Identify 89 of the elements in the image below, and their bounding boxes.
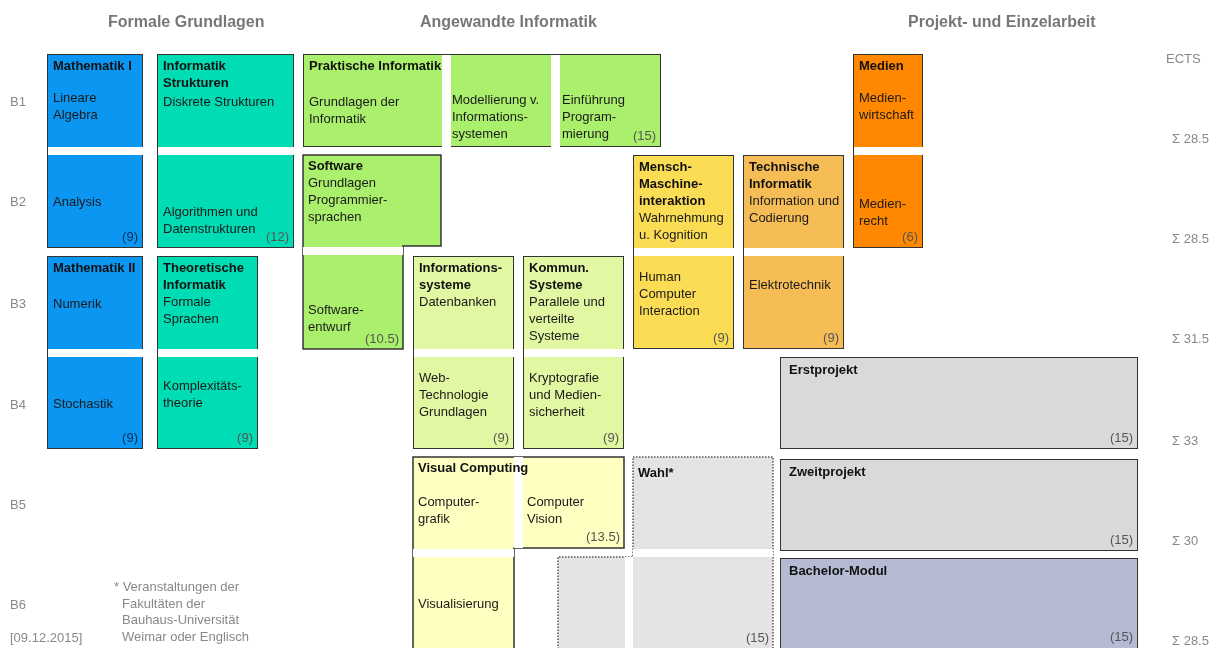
module-box: [413, 256, 514, 449]
ects-heading: ECTS: [1166, 50, 1201, 68]
module-title: Informations- systeme: [419, 259, 504, 293]
course-name: Medien- wirtschaft: [859, 89, 915, 123]
course-name: Visualisierung: [418, 595, 500, 612]
credit-points: (9): [603, 429, 619, 446]
credit-points: (10.5): [365, 330, 399, 347]
credit-points: (9): [237, 429, 253, 446]
ects-sum: Σ 31.5: [1172, 330, 1209, 348]
module-title: Kommun. Systeme: [529, 259, 590, 293]
course-name: Komplexitäts- theorie: [163, 377, 243, 411]
module-title: Medien: [859, 57, 904, 74]
credit-points: (9): [122, 228, 138, 245]
course-name: Information und Codierung: [749, 192, 841, 226]
course-name: Stochastik: [53, 395, 114, 412]
credit-points: (15): [1109, 429, 1133, 446]
module-title: Erstprojekt: [789, 361, 858, 378]
module-box: [523, 256, 624, 449]
ects-sum: Σ 28.5: [1172, 230, 1209, 248]
credit-points: (15): [1109, 628, 1133, 645]
ects-sum: Σ 28.5: [1172, 130, 1209, 148]
semester-label: B6: [10, 596, 26, 614]
ects-sum: Σ 28.5: [1172, 632, 1209, 648]
credit-points: (9): [122, 429, 138, 446]
course-name: Computer- grafik: [418, 493, 481, 527]
ects-sum: Σ 33: [1172, 432, 1199, 450]
course-name: Software- entwurf: [308, 301, 365, 335]
module-box: [157, 54, 294, 248]
module-title: Mathematik I: [53, 57, 132, 74]
course-name: Einführung Program- mierung: [562, 91, 626, 142]
course-name: Datenbanken: [419, 293, 498, 310]
course-name: Analysis: [53, 193, 103, 210]
module-title: Informatik Strukturen: [163, 57, 230, 91]
module-title: Praktische Informatik: [309, 57, 442, 74]
column-heading: Projekt- und Einzelarbeit: [908, 12, 1096, 32]
course-name: Numerik: [53, 295, 103, 312]
module-title: Technische Informatik: [749, 158, 821, 192]
course-name: Wahrnehmung u. Kognition: [639, 209, 725, 243]
credit-points: (15): [632, 127, 656, 144]
ects-sum: Σ 30: [1172, 532, 1199, 550]
module-title: Mensch- Maschine- interaktion: [639, 158, 707, 209]
module-box: [780, 558, 1138, 648]
credit-points: (9): [493, 429, 509, 446]
module-box: [47, 54, 143, 248]
course-name: Grundlagen Programmier- sprachen: [308, 174, 389, 225]
semester-label: B2: [10, 193, 26, 211]
module-title: Theoretische Informatik: [163, 259, 245, 293]
course-name: Modellierung v. Informations- systemen: [452, 91, 541, 142]
course-name: Diskrete Strukturen: [163, 93, 276, 110]
module-box: [780, 459, 1138, 551]
semester-label: B4: [10, 396, 26, 414]
course-name: Algorithmen und Datenstrukturen: [163, 203, 259, 237]
course-name: Medien- recht: [859, 195, 907, 229]
credit-points: (13.5): [586, 528, 620, 545]
semester-label: B1: [10, 93, 26, 111]
module-box: [157, 256, 258, 449]
module-title: Visual Computing: [418, 459, 529, 476]
module-title: Bachelor-Modul: [789, 562, 888, 579]
credit-points: (15): [1109, 531, 1133, 548]
course-name: Computer Vision: [527, 493, 586, 527]
module-title: Software: [308, 157, 363, 174]
module-box: [780, 357, 1138, 449]
course-name: Elektrotechnik: [749, 276, 832, 293]
date-label: [09.12.2015]: [10, 629, 83, 647]
module-box: [47, 256, 143, 449]
credit-points: (9): [713, 329, 729, 346]
module-box: [633, 155, 734, 349]
module-title: Mathematik II: [53, 259, 136, 276]
module-box: [853, 54, 923, 248]
course-name: Kryptografie und Medien- sicherheit: [529, 369, 603, 420]
module-title: Wahl*: [638, 464, 674, 481]
credit-points: (9): [823, 329, 839, 346]
credit-points: (12): [265, 228, 289, 245]
course-name: Human Computer Interaction: [639, 268, 701, 319]
module-box: [303, 54, 661, 147]
module-title: Zweitprojekt: [789, 463, 866, 480]
course-name: Parallele und verteilte Systeme: [529, 293, 606, 344]
course-name: Web- Technologie Grundlagen: [419, 369, 490, 420]
semester-label: B3: [10, 295, 26, 313]
course-name: Lineare Algebra: [53, 89, 99, 123]
semester-label: B5: [10, 496, 26, 514]
course-name: Grundlagen der Informatik: [309, 93, 401, 127]
course-name: Formale Sprachen: [163, 293, 220, 327]
column-heading: Angewandte Informatik: [420, 12, 597, 32]
module-box: [743, 155, 844, 349]
credit-points: (6): [902, 228, 918, 245]
credit-points: (15): [745, 629, 769, 646]
column-heading: Formale Grundlagen: [108, 12, 265, 32]
footnote: * Veranstaltungen der Fakultäten der Bauhaus-Universität Weimar oder Englisch: [114, 579, 250, 645]
